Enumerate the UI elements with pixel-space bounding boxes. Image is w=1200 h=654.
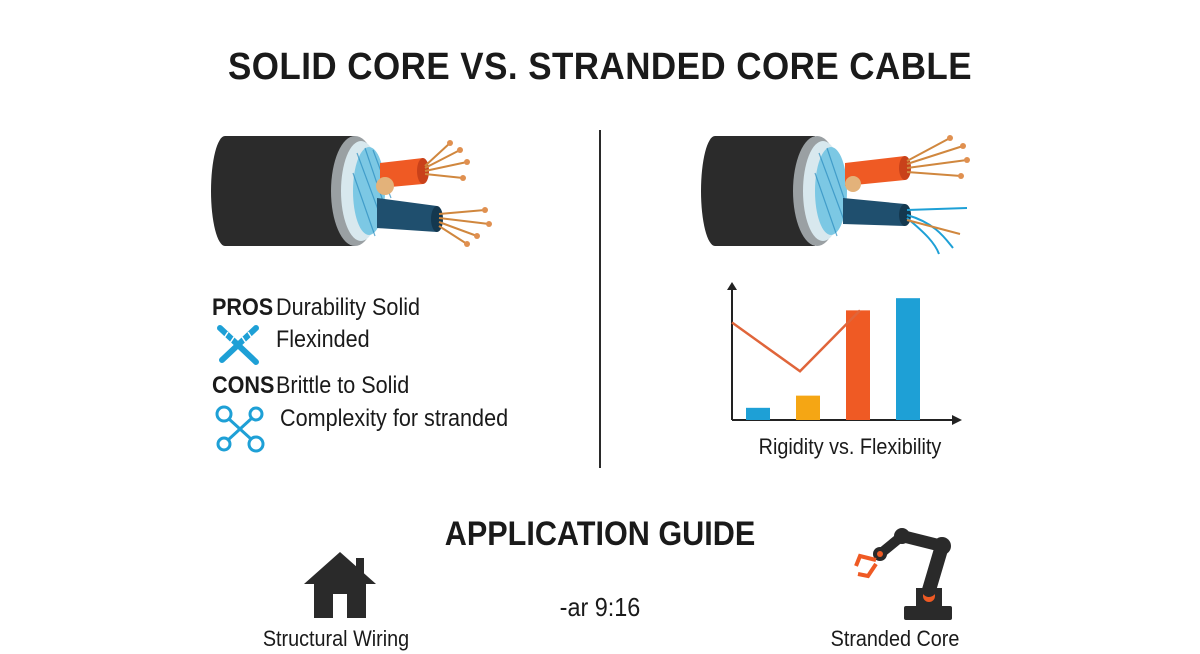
pros-line-1: Durability Solid — [276, 294, 421, 321]
rigidity-flexibility-chart — [727, 282, 962, 425]
chart-x-arrow — [952, 415, 962, 425]
crossed-tools-icon — [217, 325, 259, 365]
robot-arm-icon — [854, 528, 952, 620]
cons-line-2: Complexity for stranded — [280, 405, 509, 432]
application-heading: APPLICATION GUIDE — [444, 515, 756, 553]
chart-y-arrow — [727, 282, 737, 290]
left-application-caption: Structural Wiring — [262, 626, 410, 651]
wrench-icon — [215, 405, 265, 453]
pros-line-2: Flexinded — [276, 326, 370, 353]
chart-bar-1 — [746, 407, 770, 420]
chart-bar-2 — [796, 395, 820, 420]
ratio-note: -ar 9:16 — [559, 592, 641, 622]
solid-cable-illustration — [211, 136, 492, 247]
house-icon — [304, 552, 376, 618]
stranded-cable-illustration — [701, 135, 970, 255]
chart-caption: Rigidity vs. Flexibility — [758, 434, 942, 459]
chart-bar-4 — [896, 298, 920, 420]
right-application-caption: Stranded Core — [830, 626, 960, 651]
page-title: SOLID CORE VS. STRANDED CORE CABLE — [227, 46, 973, 88]
vertical-divider — [599, 130, 601, 468]
cons-line-1: Brittle to Solid — [276, 372, 410, 399]
cons-label: CONS — [212, 372, 275, 399]
chart-bar-3 — [846, 310, 870, 420]
chart-trend-line — [731, 309, 861, 373]
pros-label: PROS — [212, 294, 274, 321]
